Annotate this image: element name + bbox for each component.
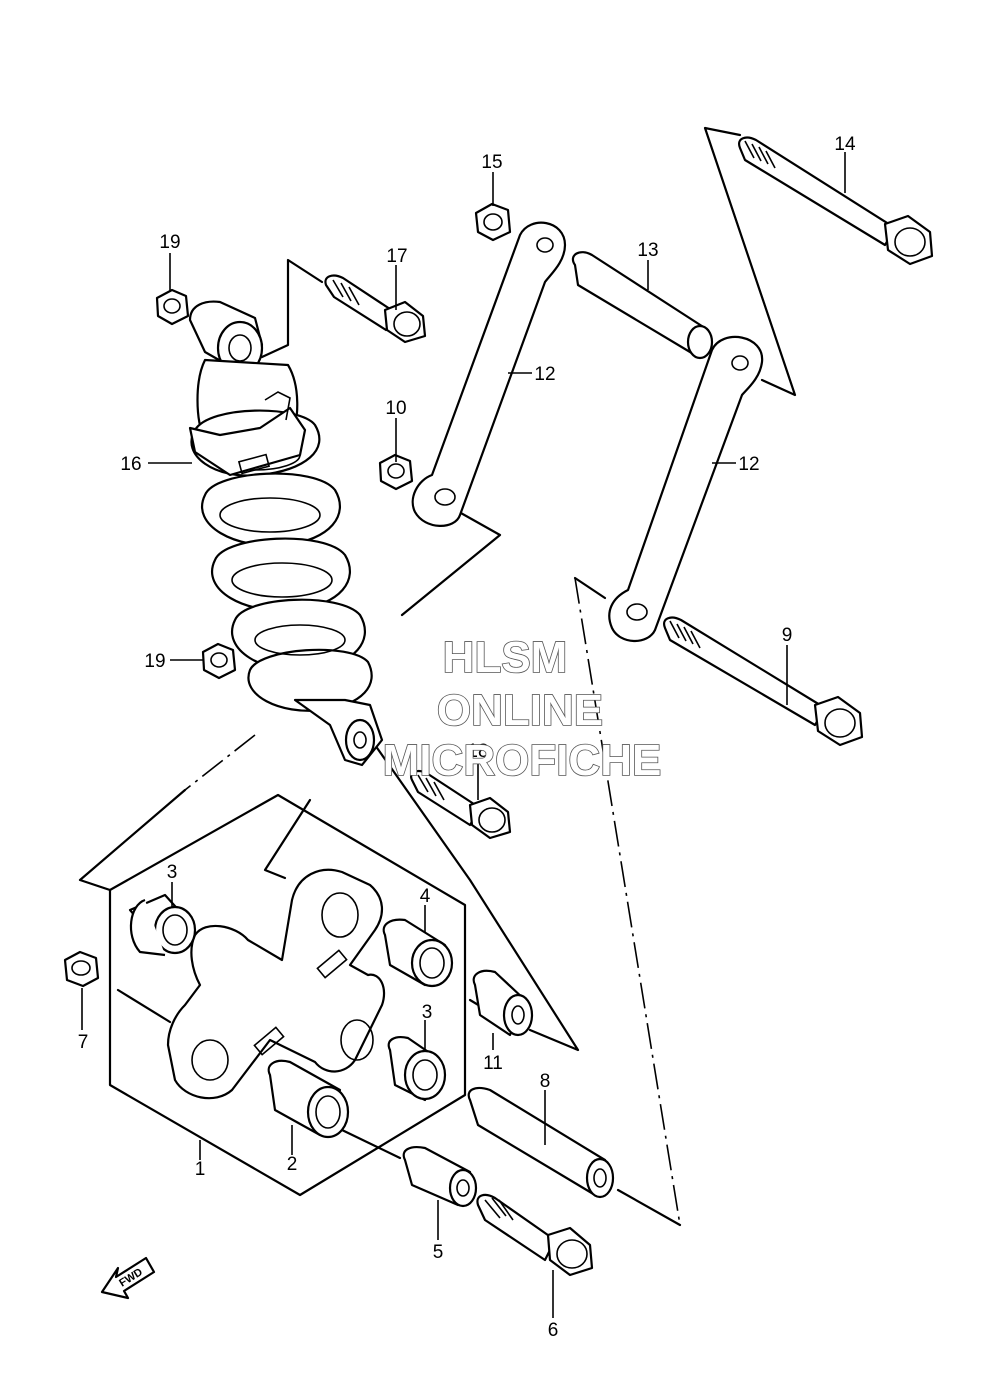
watermark: HLSM ONLINE MICROFICHE [382,632,662,786]
callout-4: 4 [420,886,431,907]
callout-3-upper: 3 [167,862,178,883]
nut-15 [474,202,512,242]
bolt-14 [738,136,934,266]
bolt-17 [324,274,427,344]
lever-assembly-frame [108,793,467,1197]
callout-11: 11 [483,1053,503,1074]
callout-12-right: 12 [738,454,759,475]
spacer-11 [472,969,534,1037]
sleeve-8 [467,1086,615,1199]
rear-shock-absorber [188,300,384,767]
nut-19-lower [201,642,237,680]
callout-1: 1 [195,1159,206,1180]
callout-8: 8 [540,1071,551,1092]
callout-10: 10 [385,398,406,419]
callout-19-upper: 19 [159,232,180,253]
callout-5: 5 [433,1242,444,1263]
bearing-2 [267,1059,350,1139]
leader-lines [81,152,846,1318]
callout-19-lower: 19 [144,651,165,672]
watermark-line-3: MICROFICHE [383,736,662,785]
watermark-line-1: HLSM [443,633,568,682]
bearing-3-upper [128,893,197,957]
callout-13: 13 [637,240,658,261]
callout-18: 18 [467,741,488,762]
spacer-5 [402,1146,478,1208]
callout-14: 14 [834,134,856,155]
callout-labels: 1 2 3 3 4 5 6 7 8 9 10 11 12 12 13 14 15… [78,134,856,1341]
bolt-6 [476,1193,594,1277]
nut-19-upper [155,288,190,326]
cushion-lever [166,868,386,1100]
nut-7 [63,950,100,988]
callout-3-lower: 3 [422,1002,433,1023]
watermark-line-2: ONLINE [437,686,603,735]
callout-2: 2 [287,1154,298,1175]
bearing-4 [382,918,454,988]
cushion-rod-12-right [608,335,764,643]
callout-12-left: 12 [534,364,555,385]
callout-16: 16 [120,454,141,475]
callout-7: 7 [78,1032,89,1053]
bolt-9 [663,616,864,747]
fwd-arrow-icon: FWD [100,1256,156,1300]
bolt-18 [410,770,512,840]
bearing-3-lower [387,1036,447,1102]
cushion-rod-12-left [411,221,567,527]
callout-15: 15 [481,152,502,173]
sleeve-13 [571,251,714,360]
nut-10 [378,453,414,491]
callout-17: 17 [386,246,407,267]
callout-9: 9 [782,625,793,646]
callout-6: 6 [548,1320,559,1341]
